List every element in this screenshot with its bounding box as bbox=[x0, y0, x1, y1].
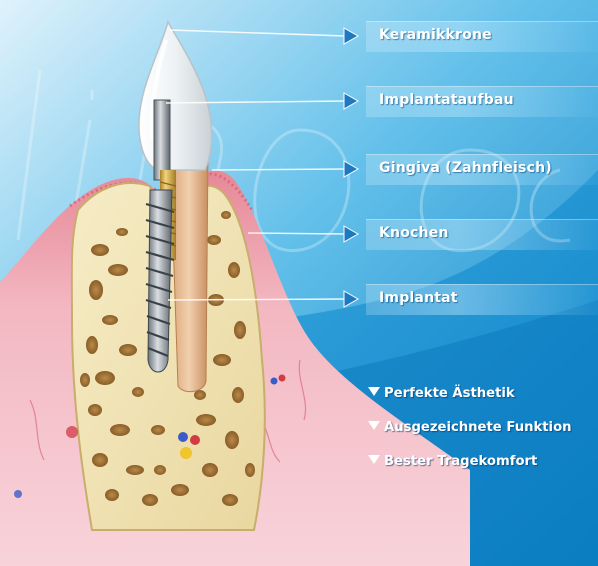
callout-bone: Knochen bbox=[366, 219, 598, 250]
callout-gingiva: Gingiva (Zahnfleisch) bbox=[366, 154, 598, 185]
label-crown: Keramikkrone bbox=[379, 27, 492, 43]
label-gingiva: Gingiva (Zahnfleisch) bbox=[379, 160, 552, 176]
callout-implant: Implantat bbox=[366, 284, 598, 315]
feature-item: Perfekte Ästhetik bbox=[368, 386, 515, 401]
feature-text: Bester Tragekomfort bbox=[384, 454, 537, 469]
feature-item: Bester Tragekomfort bbox=[368, 454, 537, 469]
callout-crown: Keramikkrone bbox=[366, 21, 598, 52]
feature-text: Ausgezeichnete Funktion bbox=[384, 420, 572, 435]
abutment-shape bbox=[154, 100, 170, 180]
label-bone: Knochen bbox=[379, 225, 449, 241]
label-implant: Implantat bbox=[379, 290, 458, 306]
callout-abutment: Implantataufbau bbox=[366, 86, 598, 117]
triangle-down-icon bbox=[368, 455, 380, 464]
implant-screw bbox=[148, 190, 172, 372]
label-abutment: Implantataufbau bbox=[379, 92, 514, 108]
feature-item: Ausgezeichnete Funktion bbox=[368, 420, 572, 435]
feature-text: Perfekte Ästhetik bbox=[384, 386, 515, 401]
triangle-down-icon bbox=[368, 421, 380, 430]
triangle-down-icon bbox=[368, 387, 380, 396]
